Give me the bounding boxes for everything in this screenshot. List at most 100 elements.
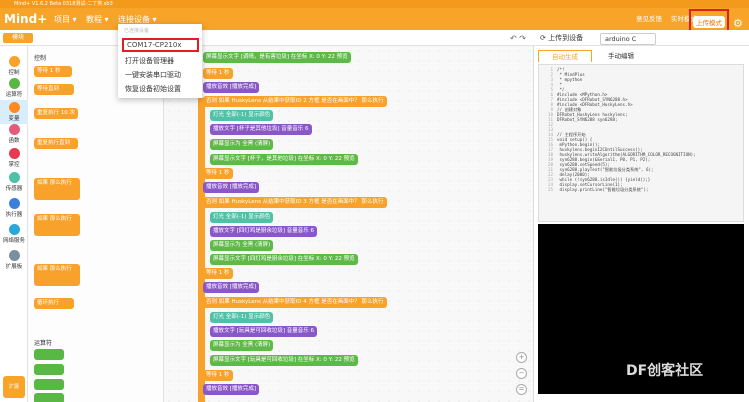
mindplus-logo: Mind+: [4, 12, 48, 26]
zoom-reset-icon[interactable]: =: [516, 384, 527, 395]
script-block[interactable]: 屏幕显示为 全黑 (清屏): [210, 139, 274, 150]
palette-section-operators: 运算符: [34, 340, 53, 347]
feedback-button[interactable]: 意见反馈: [636, 15, 662, 23]
palette-block-wait-until[interactable]: 等待直到: [34, 84, 74, 95]
script-block[interactable]: 否则 如果 HuskyLens 从结果中获取ID 2 方框 是否在画面中？ 那么…: [203, 96, 387, 107]
script-block[interactable]: 灯光 全部(-1) 显示颜色: [210, 212, 274, 223]
category-network[interactable]: 网络服务: [0, 224, 28, 244]
realtime-mode-button[interactable]: 实时模式: [671, 15, 697, 23]
menu-project[interactable]: 项目 ▾: [54, 15, 77, 24]
actuator-icon: [8, 198, 20, 209]
block-palette: 控制 等待 1 秒 等待直到 重复执行 10 次 重复执行直到 如果 那么执行 …: [28, 46, 164, 402]
code-line: 9// 创建对象: [550, 107, 582, 112]
code-line: 25 display.printLine("智能垃圾分类系统");: [547, 187, 649, 192]
code-line: 16 mPython.begin();: [547, 142, 600, 147]
script-block[interactable]: 播放音效 [播放完成]: [203, 82, 260, 93]
code-line: 17 huskylens.beginI2CUntilSuccess();: [547, 147, 643, 152]
script-block[interactable]: 等待 1 秒: [203, 168, 233, 179]
gear-icon[interactable]: ⚙: [733, 17, 743, 30]
open-device-manager-item[interactable]: 打开设备管理器: [125, 57, 174, 65]
palette-block-if-elseif[interactable]: 如果 那么执行: [34, 264, 80, 286]
menu-bar: Mind+ 项目 ▾ 教程 ▾ 连接设备 ▾ 意见反馈 实时模式 上传模式 ⚙: [0, 8, 749, 35]
script-block[interactable]: 屏幕显示文字 [玩具是可回收垃圾] 在坐标 X: 0 Y: 22 预览: [210, 355, 358, 366]
code-line: 20 syn6288.setSpeed(5);: [547, 162, 610, 167]
palette-section-control: 控制: [34, 55, 47, 62]
code-line: 6#include <MPython.h>: [550, 92, 608, 97]
category-functions[interactable]: 函数: [0, 124, 28, 144]
tab-manual-edit[interactable]: 手动编辑: [608, 52, 634, 60]
palette-block-repeat[interactable]: 重复执行 10 次: [34, 108, 78, 119]
menu-tutorial[interactable]: 教程 ▾: [86, 15, 109, 24]
code-line: 8#include <DFRobot_HuskyLens.h>: [550, 102, 633, 107]
menu-connect-device[interactable]: 连接设备 ▾: [118, 15, 157, 24]
connect-device-dropdown: 已连接设备 COM17-CP210x 打开设备管理器 一键安装串口驱动 恢复设备…: [118, 24, 202, 98]
palette-block-op[interactable]: [34, 349, 64, 360]
palette-block-if-else[interactable]: 如果 那么执行: [34, 214, 80, 236]
category-operators[interactable]: 运算符: [0, 78, 28, 98]
category-bar: 控制 运算符 变量 函数 掌控 传感器 执行器 网络服务 扩展板 扩展: [0, 46, 28, 402]
script-block[interactable]: 播放文字 [玩具是可回收垃圾] 音量音乐 6: [210, 326, 318, 337]
code-line: 18 huskylens.writeAlgorithm(ALGORITHM_CO…: [547, 152, 696, 157]
functions-icon: [8, 124, 20, 135]
palette-block-if[interactable]: 如果 那么执行: [34, 178, 80, 200]
code-line: 2 * MindPlus: [550, 72, 585, 77]
script-workspace[interactable]: 屏幕显示文字 [调晴，是有害垃圾] 在坐标 X: 0 Y: 22 预览等待 1 …: [164, 46, 533, 402]
category-actuators[interactable]: 执行器: [0, 198, 28, 218]
palette-block-op[interactable]: [34, 364, 64, 375]
device-select[interactable]: arduino C: [600, 33, 656, 45]
script-block[interactable]: 屏幕显示为 全黑 (清屏): [210, 240, 274, 251]
upload-button[interactable]: ⟳ 上传到设备: [540, 34, 584, 42]
sensor-icon: [8, 172, 20, 183]
watermark: DF创客社区: [626, 363, 704, 379]
code-line: 22 delay(2000);: [547, 172, 590, 177]
tab-auto-generate[interactable]: 自动生成: [538, 50, 592, 62]
window-title: Mind+ V1.6.2 Beta 0318测试-二丁类.sb3: [0, 0, 749, 8]
script-block[interactable]: 等待 1 秒: [203, 370, 233, 381]
module-tab[interactable]: 模块: [3, 33, 33, 43]
script-block[interactable]: 屏幕显示文字 [四灯鸡是厨余垃圾] 在坐标 X: 0 Y: 22 预览: [210, 254, 358, 265]
palette-block-wait[interactable]: 等待 1 秒: [34, 66, 72, 77]
script-block[interactable]: 等待 1 秒: [203, 268, 233, 279]
script-block[interactable]: 屏幕显示文字 [调晴，是有害垃圾] 在坐标 X: 0 Y: 22 预览: [203, 52, 351, 63]
script-block[interactable]: 播放文字 [四灯鸡是厨余垃圾] 音量音乐 6: [210, 226, 318, 237]
script-block[interactable]: 灯光 全部(-1) 显示颜色: [210, 110, 274, 121]
com-port-item[interactable]: COM17-CP210x: [122, 38, 199, 52]
script-block[interactable]: 播放音效 [播放完成]: [203, 384, 260, 395]
script-block[interactable]: 播放音效 [播放完成]: [203, 182, 260, 193]
category-control[interactable]: 控制: [0, 56, 28, 76]
zoom-in-icon[interactable]: +: [516, 352, 527, 363]
undo-redo-icons[interactable]: ↶ ↷: [510, 34, 526, 43]
script-block[interactable]: 屏幕显示文字 [杯子，是其他垃圾] 在坐标 X: 0 Y: 22 预览: [210, 154, 358, 165]
palette-block-forever[interactable]: 循环执行: [34, 298, 74, 309]
install-driver-item[interactable]: 一键安装串口驱动: [125, 71, 181, 79]
script-block[interactable]: 否则 如果 HuskyLens 从结果中获取ID 4 方框 是否在画面中？ 那么…: [203, 297, 387, 308]
script-block[interactable]: 否则 如果 HuskyLens 从结果中获取ID 3 方框 是否在画面中？ 那么…: [203, 197, 387, 208]
category-variables[interactable]: 变量: [0, 102, 28, 122]
serial-terminal[interactable]: [538, 224, 744, 394]
category-board[interactable]: 掌控: [0, 148, 28, 168]
zoom-out-icon[interactable]: −: [516, 368, 527, 379]
code-line: 3 * mpython: [550, 77, 583, 82]
palette-block-op[interactable]: [34, 379, 64, 390]
code-line: 13: [547, 127, 553, 132]
script-block[interactable]: 灯光 全部(-1) 显示颜色: [210, 312, 274, 323]
code-line: 1/*!: [550, 67, 565, 72]
extension-button[interactable]: 扩展: [3, 376, 25, 398]
palette-block-op[interactable]: [34, 393, 64, 402]
script-block[interactable]: 播放文字 [杯子是其他垃圾] 音量音乐 6: [210, 124, 312, 135]
category-expansion[interactable]: 扩展板: [0, 250, 28, 270]
category-sensors[interactable]: 传感器: [0, 172, 28, 192]
code-line: 4 *: [550, 82, 563, 87]
palette-block-repeat-until[interactable]: 重复执行直到: [34, 138, 78, 149]
script-block[interactable]: 屏幕显示为 全黑 (清屏): [210, 340, 274, 351]
script-block[interactable]: 播放音效 [播放完成]: [203, 282, 260, 293]
reset-device-item[interactable]: 恢复设备初始设置: [125, 85, 181, 93]
script-block[interactable]: 等待 1 秒: [203, 68, 233, 79]
control-icon: [8, 56, 20, 67]
upload-mode-button[interactable]: 上传模式: [693, 16, 725, 28]
